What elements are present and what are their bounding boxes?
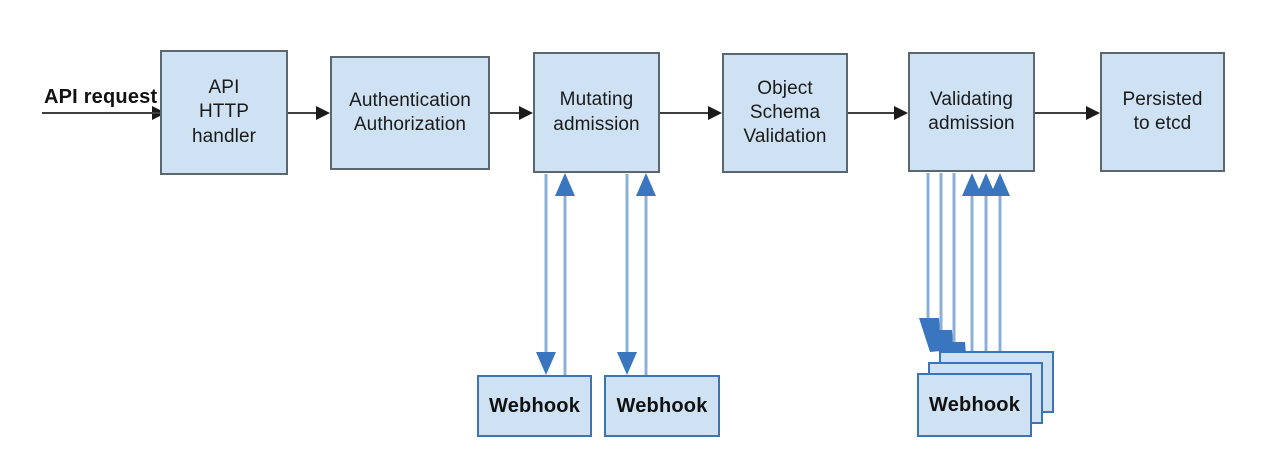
arrow-handler-to-auth <box>288 106 330 120</box>
arrow-mutating-to-schema <box>660 106 722 120</box>
stage-box-validating-admission[interactable]: Validating admission <box>908 52 1035 172</box>
stage-box-object-schema-validation[interactable]: Object Schema Validation <box>722 53 848 173</box>
stage-box-authentication-authorization[interactable]: Authentication Authorization <box>330 56 490 170</box>
arrow-validating-to-persisted <box>1035 106 1100 120</box>
stage-box-mutating-admission[interactable]: Mutating admission <box>533 52 660 173</box>
arrow-validating-to-webhook-stack-2 <box>932 173 965 364</box>
stage-box-api-http-handler[interactable]: API HTTP handler <box>160 50 288 175</box>
arrow-schema-to-validating <box>848 106 908 120</box>
arrow-auth-to-mutating <box>490 106 533 120</box>
arrow-validating-to-webhook-stack-3 <box>919 173 952 352</box>
webhook-box-validating-stack-front[interactable]: Webhook <box>917 373 1032 437</box>
arrow-webhook-1-to-mutating <box>555 173 575 375</box>
arrow-webhook-stack-3-to-validating <box>990 173 1010 352</box>
stage-box-persisted-to-etcd[interactable]: Persisted to etcd <box>1100 52 1225 172</box>
arrow-webhook-stack-1-to-validating <box>962 173 982 376</box>
arrow-mutating-to-webhook-2 <box>617 174 637 375</box>
webhook-box-mutating-1[interactable]: Webhook <box>477 375 592 437</box>
api-request-label: API request <box>44 86 158 108</box>
webhook-box-mutating-2[interactable]: Webhook <box>604 375 720 437</box>
arrow-mutating-to-webhook-1 <box>536 174 556 375</box>
arrow-webhook-2-to-mutating <box>636 173 656 375</box>
arrow-webhook-stack-2-to-validating <box>976 173 996 364</box>
